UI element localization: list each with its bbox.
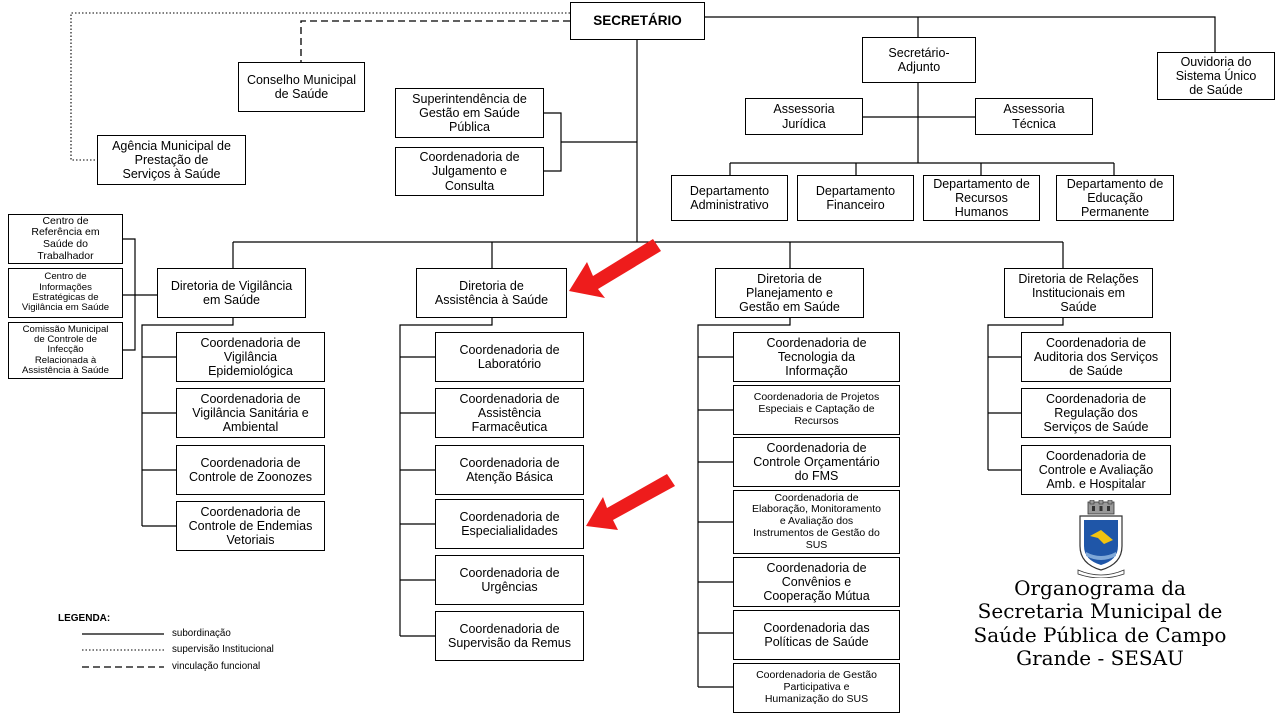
directorate-box: Diretoria de Relações Institucionais em …	[1004, 268, 1153, 318]
connector-line	[300, 20, 570, 62]
city-coat-of-arms-icon	[1077, 500, 1125, 578]
connector-line	[705, 16, 1216, 52]
coordination-box: Coordenadoria de Regulação dos Serviços …	[1021, 388, 1171, 438]
chart-caption: Organograma da Secretaria Municipal de S…	[973, 576, 1227, 671]
connector-line	[987, 318, 1064, 470]
coordination-box: Coordenadoria de Vigilância Epidemiológi…	[176, 332, 325, 382]
connector-line	[400, 356, 435, 637]
coordination-box: Coordenadoria de Supervisão da Remus	[435, 611, 584, 661]
connector-line	[729, 163, 1115, 175]
side-center-box: Comissão Municipal de Controle de Infecç…	[8, 322, 123, 379]
legend-title: LEGENDA:	[58, 613, 111, 624]
assessoria-juridica-box: Assessoria Jurídica	[745, 98, 863, 135]
department-box: Departamento de Recursos Humanos	[923, 175, 1040, 221]
coordination-box: Coordenadoria de Controle de Endemias Ve…	[176, 501, 325, 551]
department-box: Departamento Financeiro	[797, 175, 914, 221]
connector-line	[698, 356, 734, 688]
coordination-box: Coordenadoria de Laboratório	[435, 332, 584, 382]
coordination-box: Coordenadoria de Controle de Zoonozes	[176, 445, 325, 495]
coordination-box: Coordenadoria das Políticas de Saúde	[733, 610, 900, 660]
coordination-box: Coordenadoria de Assistência Farmacêutic…	[435, 388, 584, 438]
assessoria-tecnica-box: Assessoria Técnica	[975, 98, 1093, 135]
secretario-box: SECRETÁRIO	[570, 2, 705, 40]
coordination-box: Coordenadoria de Tecnologia da Informaçã…	[733, 332, 900, 382]
directorate-box: Diretoria de Planejamento e Gestão em Sa…	[715, 268, 864, 318]
connector-line	[141, 318, 234, 526]
connector-line	[232, 242, 1064, 268]
department-box: Departamento de Educação Permanente	[1056, 175, 1174, 221]
connector-line	[142, 356, 177, 527]
superintendencia-box: Superintendência de Gestão em Saúde Públ…	[395, 88, 544, 138]
legend-label: vinculação funcional	[172, 661, 261, 672]
coordination-box: Coordenadoria de Gestão Participativa e …	[733, 663, 900, 713]
connector-line	[988, 356, 1022, 471]
coordination-box: Coordenadoria de Controle Orçamentário d…	[733, 437, 900, 487]
coordination-box: Coordenadoria de Auditoria dos Serviços …	[1021, 332, 1171, 382]
secretario-adjunto-box: Secretário- Adjunto	[862, 37, 976, 83]
connector-line	[399, 318, 493, 636]
coordination-box: Coordenadoria de Vigilância Sanitária e …	[176, 388, 325, 438]
coordination-box: Coordenadoria de Urgências	[435, 555, 584, 605]
connector-line	[697, 318, 791, 687]
coordination-box: Coordenadoria de Convênios e Cooperação …	[733, 557, 900, 607]
coordination-box: Coordenadoria de Especialialidades	[435, 499, 584, 549]
directorate-box: Diretoria de Assistência à Saúde	[416, 268, 567, 318]
legend-label: subordinação	[172, 628, 231, 639]
red-arrow-icon	[569, 239, 661, 298]
directorate-box: Diretoria de Vigilância em Saúde	[157, 268, 306, 318]
department-box: Departamento Administrativo	[671, 175, 788, 221]
connector-line	[544, 112, 562, 172]
coord-julgamento-box: Coordenadoria de Julgamento e Consulta	[395, 147, 544, 196]
coordination-box: Coordenadoria de Elaboração, Monitoramen…	[733, 490, 900, 554]
coordination-box: Coordenadoria de Projetos Especiais e Ca…	[733, 385, 900, 435]
ouvidoria-box: Ouvidoria do Sistema Único de Saúde	[1157, 52, 1275, 100]
red-arrow-icon	[586, 474, 675, 530]
connector-line	[70, 12, 570, 161]
conselho-box: Conselho Municipal de Saúde	[238, 62, 365, 112]
agencia-box: Agência Municipal de Prestação de Serviç…	[97, 135, 246, 185]
side-center-box: Centro de Informações Estratégicas de Vi…	[8, 268, 123, 318]
coordination-box: Coordenadoria de Atenção Básica	[435, 445, 584, 495]
coordination-box: Coordenadoria de Controle e Avaliação Am…	[1021, 445, 1171, 495]
side-center-box: Centro de Referência em Saúde do Trabalh…	[8, 214, 123, 264]
legend-label: supervisão Institucional	[172, 644, 274, 655]
